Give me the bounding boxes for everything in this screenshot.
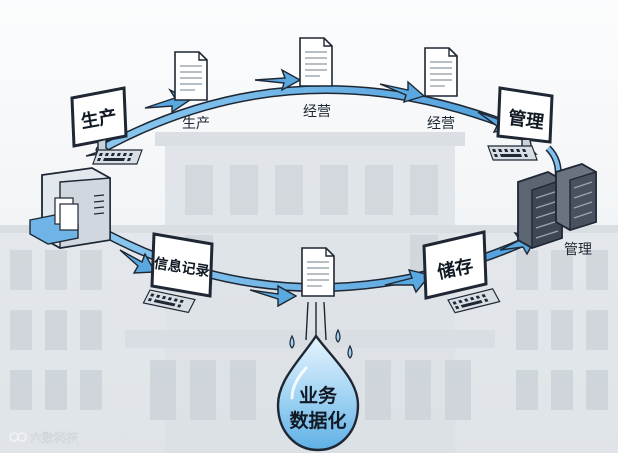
info-record-monitor: 信息记录	[152, 234, 212, 296]
keyboard-icon	[93, 150, 142, 164]
desktop-tower-icon	[30, 168, 110, 248]
watermark-text: 六数科技	[30, 430, 78, 445]
keyboard-icon	[488, 146, 537, 160]
document-icon	[175, 52, 207, 100]
flow-label-operation-2: 经营	[427, 116, 455, 132]
drop-label-line2: 数据化	[289, 409, 346, 432]
document-icon	[425, 48, 457, 96]
flow-label-production: 生产	[182, 116, 210, 132]
flow-label-operation-1: 经营	[303, 104, 331, 120]
drop-label-line1: 业务	[299, 384, 338, 407]
document-icon	[300, 38, 332, 86]
document-icon	[302, 248, 334, 296]
flow-label-management: 管理	[564, 242, 592, 258]
